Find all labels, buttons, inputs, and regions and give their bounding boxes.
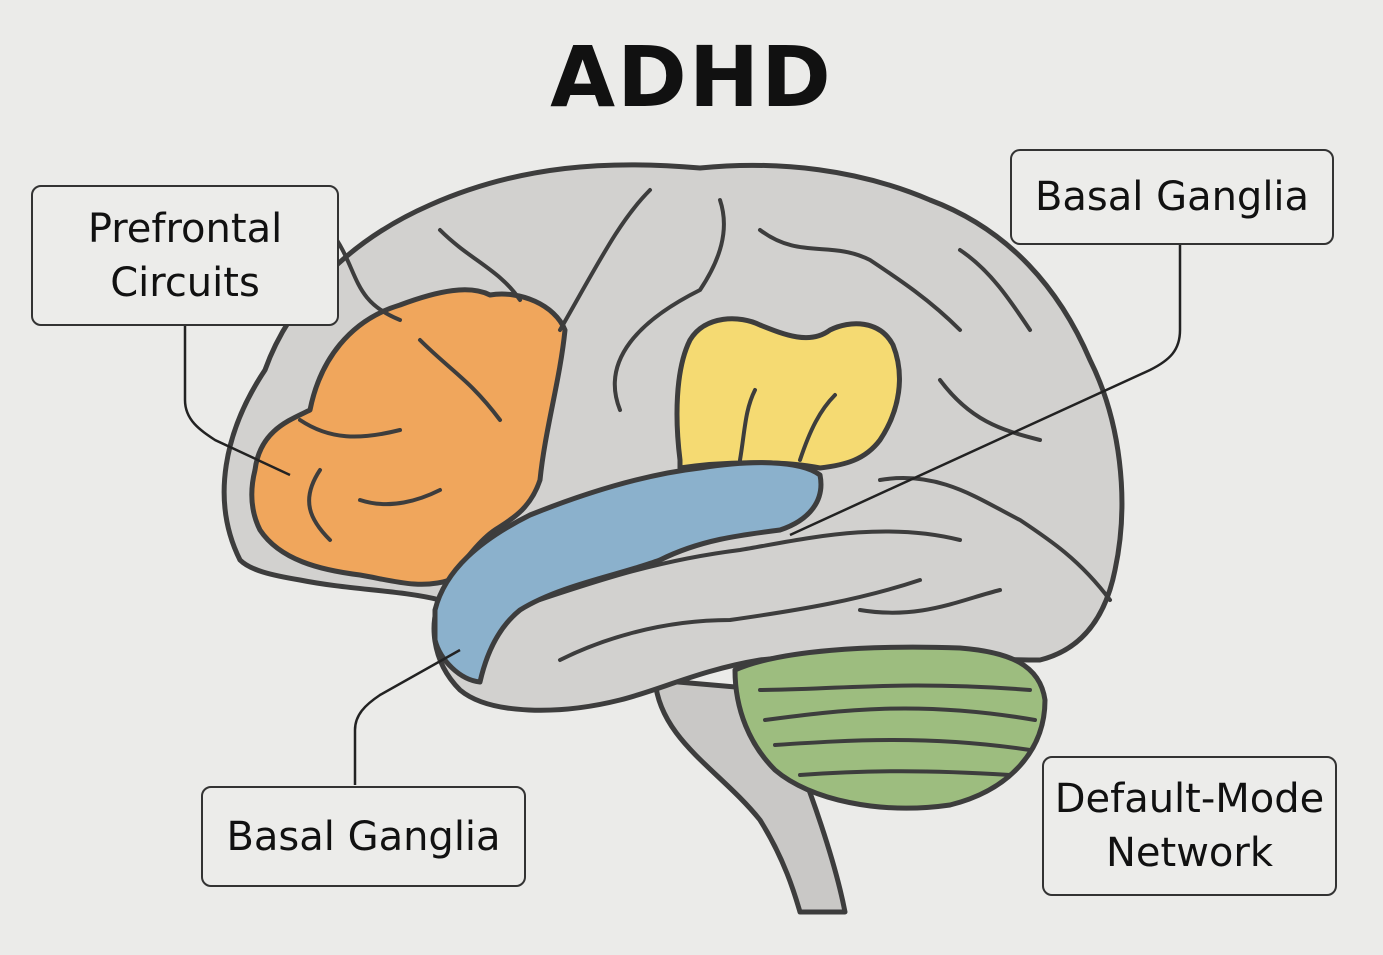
prefrontal-leader [183, 325, 291, 477]
brain-stem [652, 677, 848, 915]
prefrontal-region [249, 287, 568, 587]
basal-bottom-leader [353, 648, 461, 785]
label-basal-ganglia-top: Basal Ganglia [1010, 149, 1334, 245]
leader-lines [183, 245, 1182, 785]
label-default-mode-network: Default-Mode Network [1042, 756, 1337, 896]
diagram-title: ADHD [550, 28, 833, 126]
parietal-region [674, 316, 902, 471]
basal-top-leader [789, 245, 1182, 537]
label-basal-ganglia-bottom: Basal Ganglia [201, 786, 526, 887]
temporal-region [432, 460, 824, 685]
label-prefrontal-circuits: Prefrontal Circuits [31, 185, 339, 326]
